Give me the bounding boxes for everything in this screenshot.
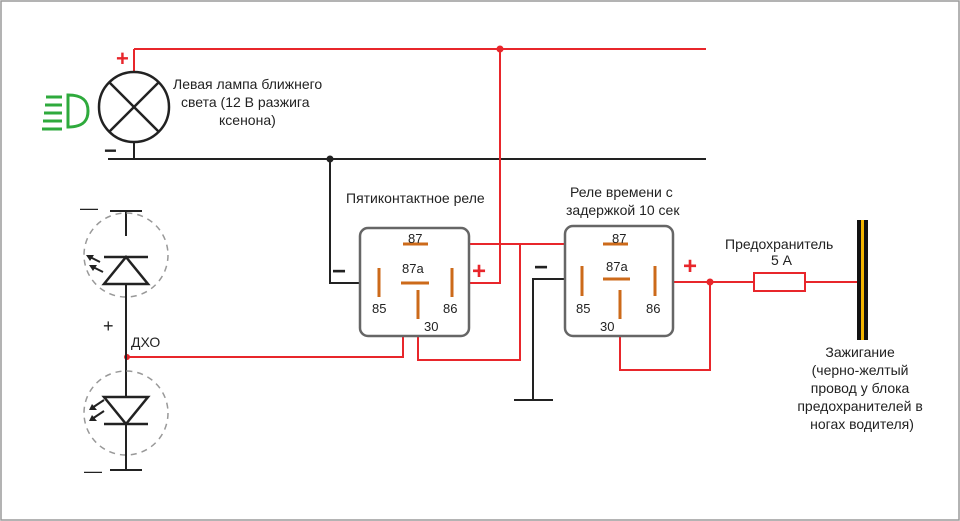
junction-positive: [496, 45, 504, 53]
relay1-label-30: 30: [424, 319, 438, 334]
junction-ignition: [706, 278, 714, 286]
relay2-label-87a: 87a: [606, 259, 628, 274]
ignition-label: Зажигание (черно-желтый провод у блока п…: [797, 344, 926, 432]
relay2-label-86: 86: [646, 301, 660, 316]
relay2-plus-sign: +: [683, 253, 697, 280]
lamp-symbol: [97, 49, 171, 159]
relay1-pins: [377, 242, 454, 319]
relay2-pins: [580, 242, 657, 319]
ignition-label-line-3: провод у блока: [811, 380, 910, 396]
fuse-symbol: [753, 272, 806, 292]
relay2-title-line-1: Реле времени с: [570, 184, 673, 200]
lamp-label-line-2: света (12 В разжига: [181, 94, 310, 110]
relay2-minus-sign: −: [534, 254, 548, 281]
relay1-label-86: 86: [443, 301, 457, 316]
lamp-minus-sign: −: [104, 138, 117, 163]
relay1-label-87a: 87a: [402, 261, 424, 276]
relay1-30-to-relay2-wire: [417, 243, 535, 361]
fuse-title: Предохранитель: [725, 236, 833, 252]
drl-upper-diode: [83, 210, 169, 357]
drl-minus-bottom: —: [84, 461, 102, 481]
junction-negative: [326, 155, 334, 163]
ignition-wire-symbol: [857, 220, 868, 340]
drl-plus-mid: +: [103, 316, 114, 336]
ignition-label-line-2: (черно-желтый: [812, 362, 909, 378]
relay1-label-87: 87: [408, 231, 422, 246]
relay1-label-85: 85: [372, 301, 386, 316]
lamp-label: Левая лампа ближнего света (12 В разжига…: [173, 76, 326, 128]
relay2-label-30: 30: [600, 319, 614, 334]
relay2-title-line-2: задержкой 10 сек: [566, 202, 680, 218]
fuse-rating: 5 А: [771, 252, 793, 268]
relay2-30-wire: [619, 282, 711, 371]
drl-lower-diode: [83, 357, 169, 471]
drl-minus-top: —: [80, 198, 98, 218]
drl-label: ДХО: [131, 334, 160, 350]
relay1-plus-sign: +: [472, 258, 486, 285]
lamp-plus-sign: +: [116, 46, 129, 71]
low-beam-headlight-icon: [42, 93, 90, 131]
relay2-body: [563, 224, 675, 338]
lamp-label-line-3: ксенона): [219, 112, 276, 128]
lamp-label-line-1: Левая лампа ближнего: [173, 76, 322, 92]
relay2-label-85: 85: [576, 301, 590, 316]
relay2-title: Реле времени с задержкой 10 сек: [566, 184, 680, 218]
relay2-label-87: 87: [612, 231, 626, 246]
relay1-title: Пятиконтактное реле: [346, 190, 485, 206]
relay1-minus-sign: −: [332, 258, 346, 285]
ignition-label-line-4: предохранителей в: [797, 398, 922, 414]
ignition-label-line-1: Зажигание: [825, 344, 895, 360]
ignition-label-line-5: ногах водителя): [810, 416, 914, 432]
